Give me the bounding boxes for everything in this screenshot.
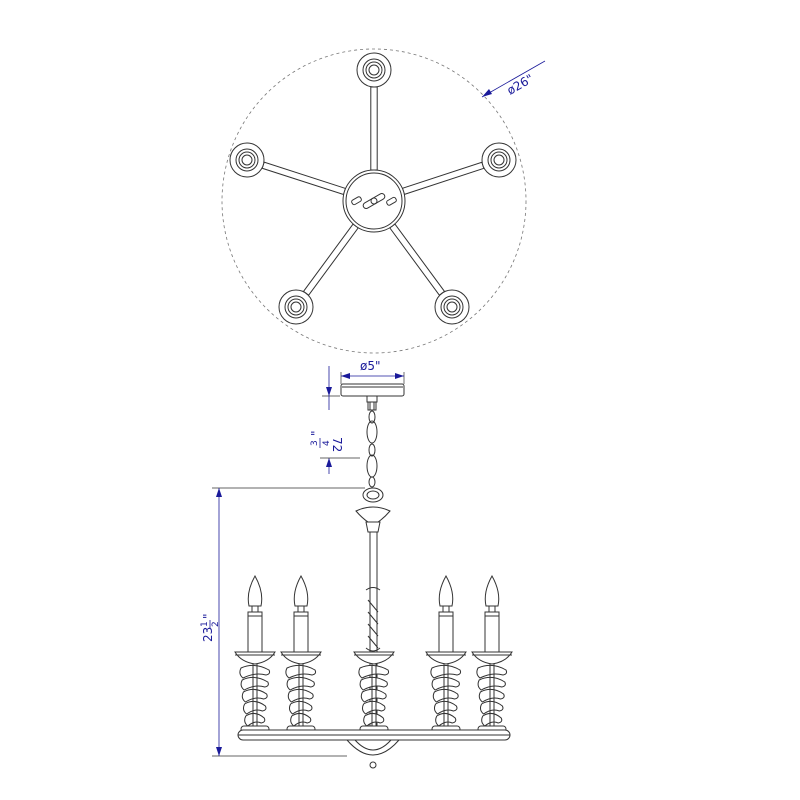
body-height-whole: 23 — [201, 627, 215, 642]
side-view: ø5" 3 4 " 72 — [200, 359, 513, 769]
chain-length-unit: " — [309, 430, 323, 436]
candle-cup — [229, 142, 265, 178]
center-hub — [342, 169, 406, 233]
body-height-unit: " — [201, 613, 215, 619]
candle-cup — [434, 289, 470, 325]
candle-cup — [481, 142, 517, 178]
candle — [353, 651, 395, 733]
body-height-fraction-num: 1 — [200, 621, 210, 627]
top-view-arm — [401, 142, 517, 196]
spread-diameter-dimension: ø26" — [481, 60, 546, 98]
candle-cup — [356, 52, 392, 88]
body-height-fraction-den: 2 — [211, 621, 221, 627]
candle — [471, 574, 513, 733]
spiral-arm — [476, 664, 508, 730]
chain-length-whole: 72 — [330, 437, 344, 452]
top-view-arm — [389, 223, 470, 325]
top-view-arm — [278, 223, 359, 325]
spread-diameter-label: ø26" — [505, 71, 536, 97]
chain-length-dimension: 3 4 " 72 — [309, 366, 360, 474]
top-view-arms — [229, 52, 517, 325]
canopy-diameter-label: ø5" — [360, 359, 381, 373]
spiral-arm — [239, 664, 271, 730]
candle-arms — [234, 574, 513, 733]
chain — [366, 410, 378, 488]
spread-circle — [221, 48, 527, 354]
top-loop — [355, 487, 391, 533]
chain-length-fraction-den: 4 — [322, 440, 332, 446]
chain-length-fraction-num: 3 — [310, 440, 320, 446]
candle-cup — [278, 289, 314, 325]
spiral-arm — [358, 664, 390, 730]
top-view-arm — [229, 142, 347, 196]
top-view-arm — [356, 52, 392, 171]
candle — [425, 574, 467, 733]
candle — [280, 574, 322, 733]
bottom-bar — [237, 729, 511, 769]
spiral-arm — [430, 664, 462, 730]
spiral-arm — [285, 664, 317, 730]
top-view: ø26" — [221, 48, 546, 354]
canopy — [340, 383, 405, 411]
body-height-dimension: 23 1 2 " — [200, 487, 365, 757]
candle — [234, 574, 276, 733]
canopy-diameter-dimension: ø5" — [340, 359, 405, 384]
